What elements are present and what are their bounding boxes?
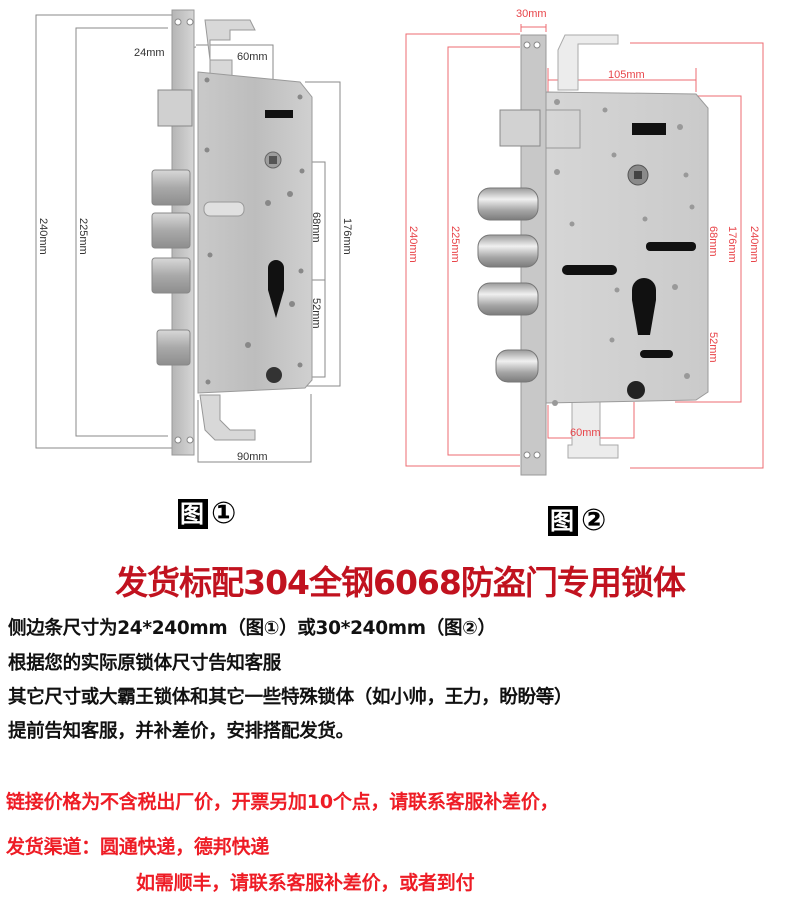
slot-left: [562, 265, 617, 275]
dim-case-height: 176mm: [726, 226, 738, 263]
faceplate-holes: [523, 41, 541, 459]
rivets: [552, 99, 695, 406]
bottom-screw: [266, 367, 282, 383]
dim-handle-to-cylinder: 68mm: [707, 226, 719, 257]
lock-body-1-illustration: 24mm 60mm 240mm 225mm 176mm 68mm 52mm 90…: [35, 9, 353, 463]
dim-case-width: 105mm: [608, 69, 645, 81]
info-line-faceplate-size: 侧边条尺寸为24*240mm（图①）或30*240mm（图②）: [8, 618, 496, 639]
slot-right: [646, 242, 696, 251]
info-line-special-locks: 其它尺寸或大霸王锁体和其它一些特殊锁体（如小帅，王力，盼盼等）: [8, 687, 573, 708]
dim-total-height-left: 240mm: [407, 226, 419, 263]
dim-total-height-right: 240mm: [748, 226, 760, 263]
dead-bolts: [477, 187, 539, 383]
latch-housing: [545, 109, 581, 149]
caption-number: ②: [581, 503, 609, 538]
figure-2-caption: 图 ②: [548, 503, 608, 538]
bottom-screw: [627, 381, 645, 399]
top-hook: [204, 19, 256, 81]
rivets: [204, 77, 305, 385]
figure-2-lock-body-diagram: 30mm 105mm 240mm 225mm 68mm 176mm 240mm …: [400, 0, 800, 480]
caption-prefix: 图: [178, 498, 208, 529]
info-line-tell-service: 根据您的实际原锁体尺寸告知客服: [8, 653, 282, 674]
lock-case: [545, 91, 709, 404]
notice-shipping-channels: 发货渠道：圆通快递，德邦快递: [6, 836, 270, 858]
slot-bottom: [640, 350, 673, 358]
figure-1-caption: 图 ①: [178, 496, 238, 531]
dim-case-height: 176mm: [341, 218, 353, 255]
faceplate-holes: [174, 18, 194, 444]
latch-bolt: [157, 89, 193, 127]
cylinder-hole: [268, 260, 284, 318]
dead-bolts: [151, 169, 191, 366]
lock-case: [197, 71, 313, 394]
dim-screw-spacing: 225mm: [449, 226, 461, 263]
dim-cylinder-to-screw: 52mm: [707, 332, 719, 363]
bottom-hook: [567, 399, 619, 459]
dim-backset: 60mm: [570, 427, 601, 439]
lock-body-2-illustration: 30mm 105mm 240mm 225mm 68mm 176mm 240mm …: [405, 8, 764, 476]
bottom-hook: [199, 394, 256, 441]
notice-sf-express: 如需顺丰，请联系客服补差价，或者到付: [136, 872, 475, 894]
cylinder-hole: [632, 278, 656, 335]
dim-total-height: 240mm: [37, 218, 49, 255]
product-headline: 发货标配304全钢6068防盗门专用锁体: [115, 563, 686, 602]
notice-price-tax: 链接价格为不含税出厂价，开票另加10个点，请联系客服补差价，: [6, 791, 559, 813]
slot: [203, 201, 245, 217]
dim-backset: 60mm: [237, 51, 268, 63]
dim-cylinder-to-screw: 52mm: [310, 298, 322, 329]
caption-prefix: 图: [548, 505, 578, 536]
latch-bolt: [499, 109, 541, 147]
dim-faceplate-width: 24mm: [134, 47, 165, 59]
dim-screw-spacing: 225mm: [77, 218, 89, 255]
dim-handle-to-cylinder: 68mm: [310, 212, 322, 243]
info-line-advance-notice: 提前告知客服，并补差价，安排搭配发货。: [8, 721, 354, 742]
top-slot: [632, 123, 666, 135]
caption-number: ①: [211, 496, 239, 531]
dim-case-width: 90mm: [237, 451, 268, 463]
figure-1-lock-body-diagram: 24mm 60mm 240mm 225mm 176mm 68mm 52mm 90…: [0, 0, 400, 480]
spindle-square-icon: [269, 156, 277, 164]
dim-faceplate-width: 30mm: [516, 8, 547, 20]
top-hook: [557, 34, 619, 91]
top-slot: [265, 110, 293, 118]
spindle-square-icon: [634, 171, 642, 179]
